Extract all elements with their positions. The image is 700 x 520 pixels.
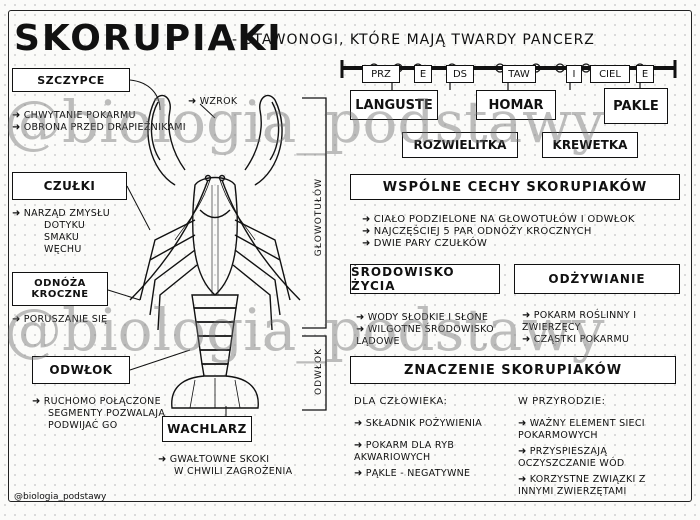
srodowisko-heading: ŚRODOWISKO ŻYCIA <box>350 264 500 294</box>
czulki-label: CZUŁKI <box>12 172 127 200</box>
odwlok-label: ODWŁOK <box>32 356 130 384</box>
arrow-right-icon: ➜ <box>362 238 371 249</box>
representative-card: KREWETKA <box>542 132 638 158</box>
znaczenie-heading: ZNACZENIE SKORUPIAKÓW <box>350 356 676 384</box>
representative-card: HOMAR <box>476 90 556 120</box>
odwlok-notes: ➜RUCHOMO POŁĄCZONE SEGMENTY POZWALAJĄ PO… <box>32 396 166 431</box>
szczypce-label: SZCZYPCE <box>12 68 130 92</box>
wspolne-list: ➜CIAŁO PODZIELONE NA GŁOWOTUŁÓW I ODWŁOK… <box>362 214 635 249</box>
przyroda-list: ➜WAŻNY ELEMENT SIECI POKARMOWYCH ➜PRZYSP… <box>518 418 646 497</box>
arrow-right-icon: ➜ <box>362 226 371 237</box>
szczypce-notes: ➜CHWYTANIE POKARMU ➜OBRONA PRZED DRAPIEŻ… <box>12 110 186 133</box>
odnoza-label: ODNÓŻA KROCZNE <box>12 272 108 306</box>
page-title: SKORUPIAKI <box>14 18 283 59</box>
arrow-right-icon: ➜ <box>356 324 365 335</box>
body-brackets <box>302 97 327 411</box>
arrow-right-icon: ➜ <box>12 314 21 325</box>
arrow-right-icon: ➜ <box>188 96 197 107</box>
arrow-right-icon: ➜ <box>12 122 21 133</box>
arrow-right-icon: ➜ <box>12 110 21 121</box>
representative-card: PAKLE <box>604 88 668 124</box>
letter-card: E <box>414 65 432 83</box>
arrow-right-icon: ➜ <box>522 334 531 345</box>
representative-card: ROZWIELITKA <box>402 132 518 158</box>
arrow-right-icon: ➜ <box>354 468 363 479</box>
arrow-right-icon: ➜ <box>356 312 365 323</box>
crayfish-drawing <box>129 94 301 409</box>
wspolne-heading: WSPÓLNE CECHY SKORUPIAKÓW <box>350 174 680 200</box>
arrow-right-icon: ➜ <box>158 454 167 465</box>
czulki-notes: ➜NARZĄD ZMYSŁU DOTYKU SMAKU WĘCHU <box>12 208 110 255</box>
footer-handle: @biologia_podstawy <box>14 492 107 502</box>
letter-card: E <box>636 65 654 83</box>
odzywianie-list: ➜POKARM ROŚLINNY I ZWIERZĘCY ➜CZĄSTKI PO… <box>522 310 637 345</box>
arrow-right-icon: ➜ <box>518 418 527 429</box>
arrow-right-icon: ➜ <box>32 396 41 407</box>
arrow-right-icon: ➜ <box>518 446 527 457</box>
arrow-right-icon: ➜ <box>522 310 531 321</box>
wachlarz-notes: ➜GWAŁTOWNE SKOKI W CHWILI ZAGROŻENIA <box>158 454 293 477</box>
wzrok-label: ➜WZROK <box>188 96 238 107</box>
page-subtitle: - STAWONOGI, KTÓRE MAJĄ TWARDY PANCERZ <box>232 32 595 48</box>
czlowiek-list: ➜SKŁADNIK POŻYWIENIA ➜POKARM DLA RYB AKW… <box>354 418 483 479</box>
letter-card: TAW <box>502 65 536 83</box>
odnoza-notes: ➜PORUSZANIE SIĘ <box>12 314 108 325</box>
letter-card: CIEL <box>590 65 630 83</box>
arrow-right-icon: ➜ <box>362 214 371 225</box>
srodowisko-list: ➜WODY SŁODKIE I SŁONE ➜WILGOTNE ŚRODOWIS… <box>356 312 494 347</box>
odzywianie-heading: ODŻYWIANIE <box>514 264 680 294</box>
przyroda-title: W PRZYRODZIE: <box>518 396 606 407</box>
representative-card: LANGUSTE <box>350 90 438 120</box>
czlowiek-title: DLA CZŁOWIEKA: <box>354 396 448 407</box>
page-frame <box>8 10 692 502</box>
arrow-right-icon: ➜ <box>518 474 527 485</box>
letter-card: PRZ <box>362 65 400 83</box>
wachlarz-label: WACHLARZ <box>162 416 252 442</box>
letter-card: DS <box>446 65 474 83</box>
letter-card: I <box>566 65 582 83</box>
arrow-right-icon: ➜ <box>354 418 363 429</box>
arrow-right-icon: ➜ <box>12 208 21 219</box>
arrow-right-icon: ➜ <box>354 440 363 451</box>
